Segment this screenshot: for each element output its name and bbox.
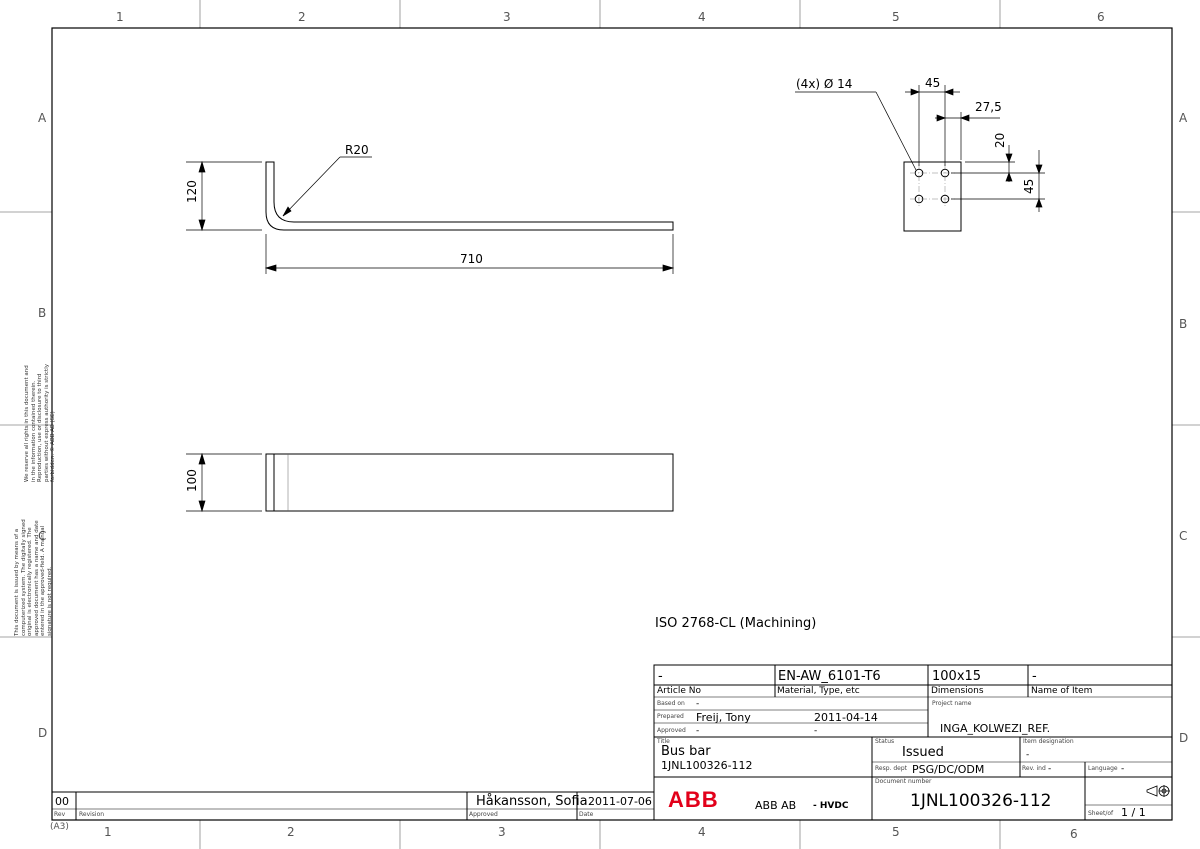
language-value: - — [1121, 764, 1125, 774]
dim-710 — [264, 234, 675, 274]
zone-col-3-bottom: 3 — [498, 825, 506, 839]
title-label: Title — [657, 738, 670, 745]
zone-row-b-left: B — [38, 306, 47, 320]
dim-20-v-label: 20 — [993, 132, 1007, 148]
title-line-2: 1JNL100326-112 — [661, 759, 753, 772]
rev-ind-value: - — [1048, 764, 1052, 774]
dim-27-h — [935, 112, 1000, 160]
dim-45-h — [905, 85, 960, 166]
dim-100 — [186, 452, 262, 513]
sheet-label: Sheet/of — [1088, 810, 1114, 817]
prepared-label: Prepared — [657, 713, 684, 720]
revision-date-label: Date — [579, 811, 594, 818]
item-designation-label: Item designation — [1023, 738, 1074, 745]
zone-col-1-top: 1 — [116, 10, 124, 24]
revision-number: 00 — [55, 795, 69, 808]
holes-leader — [795, 91, 917, 171]
revision-date: 2011-07-06 — [588, 795, 652, 808]
zone-col-1-bottom: 1 — [104, 825, 112, 839]
zone-row-d-left: D — [38, 726, 48, 740]
center-lines — [910, 164, 955, 208]
zone-row-a-left: A — [38, 111, 47, 125]
side-note-digital: This document is issued by means of a co… — [14, 519, 53, 636]
zone-col-4-bottom: 4 — [698, 825, 706, 839]
zone-col-6-top: 6 — [1097, 10, 1105, 24]
document-number-value: 1JNL100326-112 — [910, 791, 1052, 811]
prepared-by: Freij, Tony — [696, 711, 751, 724]
zone-row-c-right: C — [1179, 529, 1188, 543]
hole-view — [903, 161, 962, 232]
approved-label: Approved — [657, 727, 686, 734]
zone-col-4-top: 4 — [698, 10, 706, 24]
resp-dept-value: PSG/DC/ODM — [912, 763, 985, 776]
title-block-lines — [653, 664, 1173, 821]
dim-120-label: 120 — [185, 180, 199, 203]
based-on-value: - — [696, 699, 700, 709]
resp-dept-label: Resp. dept — [875, 765, 908, 772]
approved-date: - — [814, 726, 818, 736]
material-label: Material, Type, etc — [777, 686, 860, 696]
based-on-label: Based on — [657, 700, 685, 707]
zone-row-c-left: C — [38, 529, 47, 543]
dim-45-v — [951, 150, 1045, 212]
article-number-value: - — [658, 669, 663, 684]
division-name: - HVDC — [813, 801, 849, 811]
name-of-item-label: Name of Item — [1031, 686, 1093, 696]
zone-col-2-bottom: 2 — [287, 825, 295, 839]
item-designation-value: - — [1026, 750, 1030, 760]
dim-45-h-label: 45 — [925, 76, 941, 90]
article-number-label: Article No — [657, 686, 701, 696]
projection-symbol-icon — [1146, 785, 1170, 797]
project-name-value: INGA_KOLWEZI_REF. — [940, 722, 1051, 735]
zone-col-6-bottom: 6 — [1070, 827, 1078, 841]
project-name-label: Project name — [932, 700, 972, 707]
prepared-date: 2011-04-14 — [814, 711, 878, 724]
revision-approved-label: Approved — [469, 811, 498, 818]
zone-col-3-top: 3 — [503, 10, 511, 24]
front-view — [265, 161, 674, 231]
document-number-label: Document number — [875, 778, 932, 785]
tolerance-note: ISO 2768-CL (Machining) — [655, 616, 817, 631]
zone-col-5-top: 5 — [892, 10, 900, 24]
rev-ind-label: Rev. ind — [1022, 765, 1046, 772]
language-label: Language — [1088, 765, 1118, 772]
zone-row-b-right: B — [1179, 317, 1188, 331]
r20-leader — [282, 156, 372, 217]
company-name: ABB AB — [755, 799, 797, 812]
approved-by: - — [696, 726, 700, 736]
dim-710-label: 710 — [460, 252, 483, 266]
zone-col-5-bottom: 5 — [892, 825, 900, 839]
zone-col-2-top: 2 — [298, 10, 306, 24]
dimensions-label: Dimensions — [931, 686, 984, 696]
status-label: Status — [875, 738, 895, 745]
dim-100-label: 100 — [185, 469, 199, 492]
revision-approved-by: Håkansson, Sofia — [476, 794, 588, 809]
dim-holes-label: (4x) Ø 14 — [796, 77, 853, 91]
name-of-item-value: - — [1032, 669, 1037, 684]
dim-r20-label: R20 — [345, 143, 369, 157]
bottom-view — [265, 453, 674, 512]
dim-120 — [186, 160, 262, 232]
revision-block-lines — [51, 791, 655, 821]
zone-row-d-right: D — [1179, 731, 1189, 745]
material-value: EN-AW_6101-T6 — [778, 669, 881, 684]
abb-logo: ABB — [668, 787, 719, 812]
status-value: Issued — [902, 745, 944, 760]
dim-27-label: 27,5 — [975, 100, 1002, 114]
title-line-1: Bus bar — [661, 744, 711, 759]
zone-row-a-right: A — [1179, 111, 1188, 125]
side-note-rights: We reserve all rights in this document a… — [24, 364, 57, 482]
dim-45-v-label: 45 — [1022, 178, 1036, 194]
sheet-value: 1 / 1 — [1121, 806, 1146, 819]
revision-label: Revision — [79, 811, 105, 818]
sheet-size: (A3) — [50, 822, 69, 832]
rev-label: Rev — [54, 811, 66, 818]
dimensions-value: 100x15 — [932, 669, 982, 684]
dim-20-v — [951, 145, 1015, 182]
